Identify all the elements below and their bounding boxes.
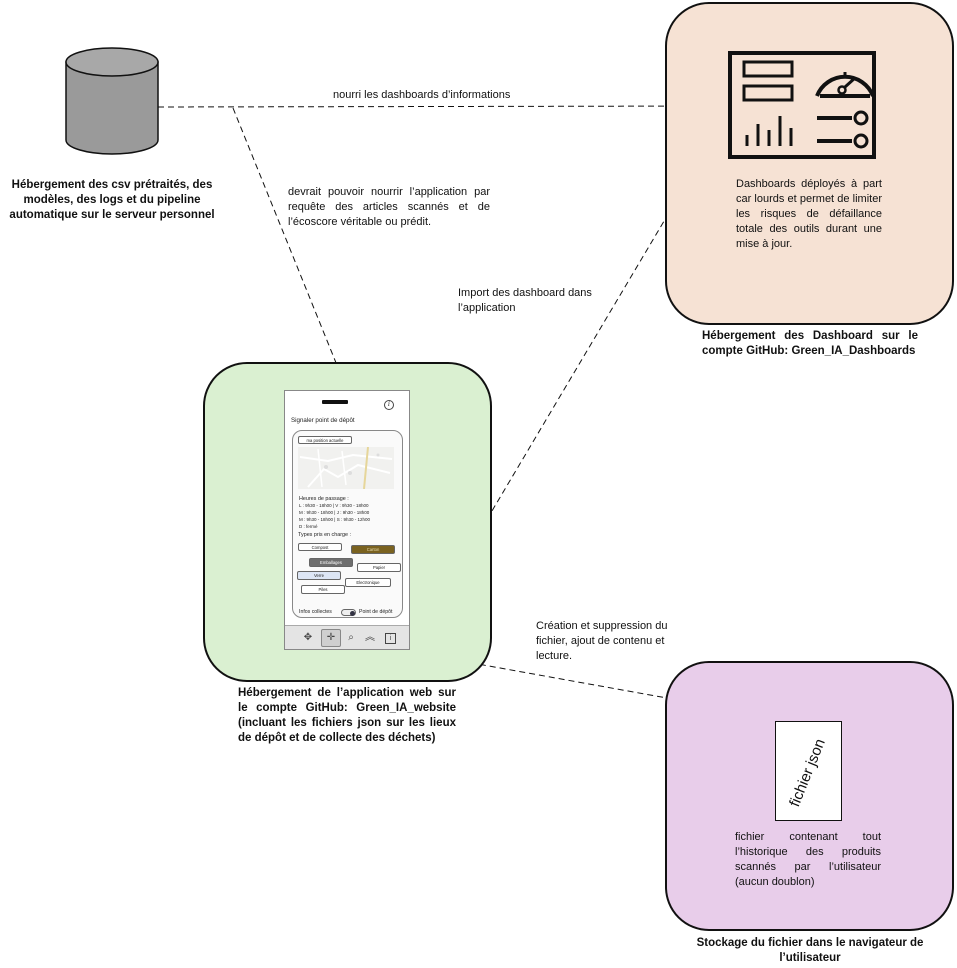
- move-icon[interactable]: ✥: [303, 632, 313, 643]
- dashboard-note: Dashboards déployés à part car lourds et…: [736, 178, 882, 250]
- target-icon[interactable]: ✛: [321, 629, 341, 647]
- tag-carton[interactable]: Carton: [351, 545, 395, 554]
- phone-mockup: i Signaler point de dépôt ma position ac…: [284, 390, 410, 650]
- toggle-label-collectes: Infos collectes: [299, 609, 332, 615]
- edge-label-feeds-dashboards: nourri les dashboards d’informations: [333, 89, 511, 101]
- tag-compost[interactable]: Compost: [298, 543, 342, 551]
- bottom-nav: [285, 625, 409, 649]
- dashboard-icon: [728, 51, 876, 159]
- edge-label-import-dashboard: Import des dashboard dans l’application: [458, 287, 592, 314]
- storage-caption: Stockage du fichier dans le navigateur d…: [696, 937, 924, 964]
- phone-title: Signaler point de dépôt: [291, 417, 355, 424]
- toggle-label-depot: Point de dépôt: [359, 609, 393, 615]
- search-icon[interactable]: ⌕: [348, 632, 354, 643]
- edge-label-file-ops: Création et suppression du fichier, ajou…: [536, 620, 668, 662]
- tag-emballages[interactable]: Emballages: [309, 558, 353, 567]
- json-file: [775, 721, 842, 821]
- edge-label-feeds-app: devrait pouvoir nourrir l’application pa…: [288, 186, 490, 228]
- phone-notch: [322, 400, 348, 404]
- hours-line: D : fermé: [299, 524, 318, 529]
- chevrons-up-icon[interactable]: ︽: [365, 632, 375, 643]
- tag-papier[interactable]: Papier: [357, 563, 401, 572]
- info-icon[interactable]: i: [384, 400, 394, 410]
- dashboard-caption: Hébergement des Dashboard sur le compte …: [702, 330, 918, 357]
- tag-verre[interactable]: Verre: [297, 571, 341, 580]
- hours-line: M : 9h30 - 18h00 | S : 9h30 - 12h00: [299, 517, 370, 522]
- website-caption: Hébergement de l’application web sur le …: [238, 687, 456, 744]
- json-file-description: fichier contenant tout l’historique des …: [735, 831, 881, 888]
- tag-piles[interactable]: Piles: [301, 585, 345, 594]
- info-icon[interactable]: i: [385, 633, 396, 644]
- map-thumbnail: [298, 447, 394, 489]
- hours-line: M : 9h30 - 18h00 | J : 9h30 - 18h00: [299, 510, 370, 515]
- toggle-switch[interactable]: [341, 609, 356, 616]
- tag-electronique[interactable]: Electronique: [345, 578, 391, 587]
- database-icon: [65, 47, 159, 155]
- edge-server-to-app: [232, 107, 348, 391]
- edge-server-to-dashboard: [157, 102, 728, 111]
- hours-line: L : 9h30 - 18h00 | V : 9h30 - 18h00: [299, 503, 369, 508]
- position-button[interactable]: ma position actuelle: [298, 436, 352, 444]
- types-title: Types pris en charge :: [298, 532, 352, 538]
- server-caption: Hébergement des csv prétraités, des modè…: [9, 179, 215, 221]
- hours-title: Heures de passage :: [299, 496, 349, 502]
- dashboard-hosting-box: [665, 2, 954, 325]
